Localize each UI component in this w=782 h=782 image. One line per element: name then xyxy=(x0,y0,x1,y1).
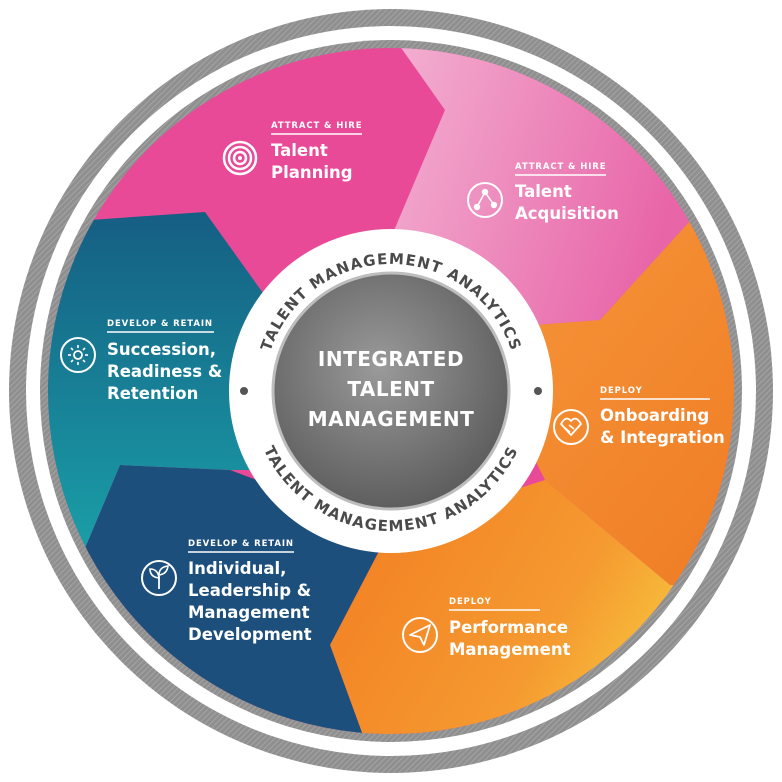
segment-onboarding-integration[interactable] xyxy=(470,210,780,590)
onboarding-category: DEPLOY xyxy=(600,386,643,396)
onboarding-title-1: Onboarding xyxy=(600,406,709,425)
network-icon xyxy=(467,182,503,218)
paper-plane-icon xyxy=(402,617,438,653)
center-title-line-2: TALENT xyxy=(347,377,434,401)
performance-management-block[interactable]: DEPLOY Performance Management xyxy=(402,597,571,659)
handshake-icon xyxy=(553,409,589,445)
talent-acquisition-title-1: Talent xyxy=(515,182,572,201)
succession-category: DEVELOP & RETAIN xyxy=(107,319,213,329)
performance-category: DEPLOY xyxy=(449,597,492,607)
development-category: DEVELOP & RETAIN xyxy=(188,539,294,549)
segment-succession-readiness-retention[interactable] xyxy=(0,212,268,560)
development-title-1: Individual, xyxy=(188,559,286,578)
individual-development-block[interactable]: DEVELOP & RETAIN Individual, Leadership … xyxy=(141,539,312,644)
development-title-3: Management xyxy=(188,603,310,622)
target-icon xyxy=(222,140,258,176)
center-title-line-3: MANAGEMENT xyxy=(308,407,475,431)
development-title-4: Development xyxy=(188,625,312,644)
succession-title-2: Readiness & xyxy=(107,362,222,381)
performance-title-1: Performance xyxy=(449,618,568,637)
talent-acquisition-title-2: Acquisition xyxy=(515,204,619,223)
talent-planning-block[interactable]: ATTRACT & HIRE Talent Planning xyxy=(222,121,362,182)
talent-acquisition-category: ATTRACT & HIRE xyxy=(515,162,606,172)
succession-title-3: Retention xyxy=(107,384,198,403)
center-title-line-1: INTEGRATED xyxy=(318,347,464,371)
talent-planning-title-2: Planning xyxy=(271,163,353,182)
talent-acquisition-block[interactable]: ATTRACT & HIRE Talent Acquisition xyxy=(467,162,619,223)
performance-title-2: Management xyxy=(449,640,571,659)
onboarding-title-2: & Integration xyxy=(600,428,725,447)
center-disk xyxy=(273,273,509,509)
talent-planning-category: ATTRACT & HIRE xyxy=(271,121,362,131)
talent-planning-title-1: Talent xyxy=(271,141,328,160)
succession-block[interactable]: DEVELOP & RETAIN Succession, Readiness &… xyxy=(60,319,222,403)
ring-dot-left xyxy=(240,387,248,395)
development-title-2: Leadership & xyxy=(188,581,311,600)
ring-dot-right xyxy=(534,387,542,395)
sun-icon xyxy=(60,337,96,373)
sprout-icon xyxy=(141,560,177,596)
succession-title-1: Succession, xyxy=(107,340,216,359)
onboarding-integration-block[interactable]: DEPLOY Onboarding & Integration xyxy=(553,386,725,447)
